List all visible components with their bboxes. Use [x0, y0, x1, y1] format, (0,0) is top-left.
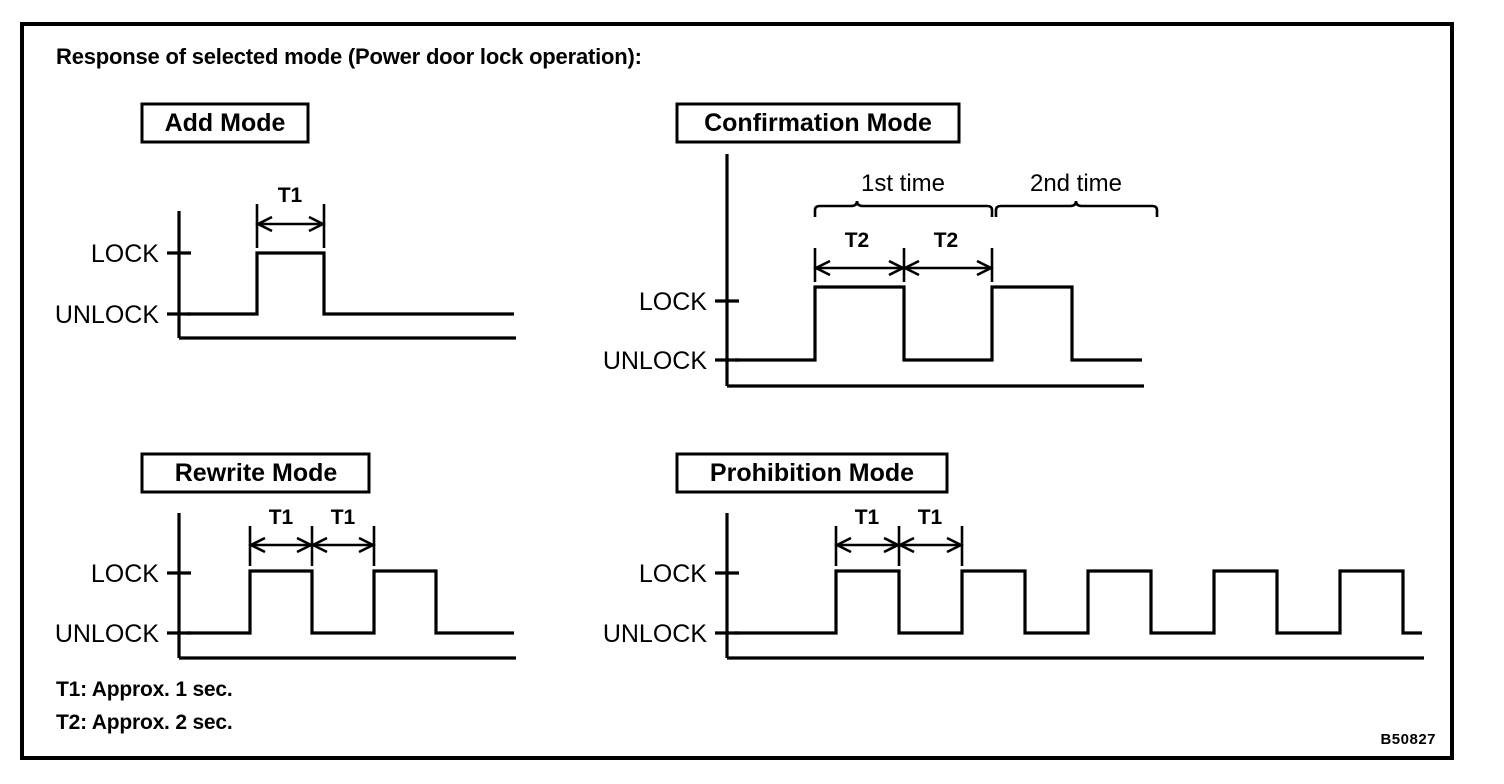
prohibition-mode-arrow-2l	[897, 536, 915, 554]
rewrite-mode-dim-t1-a: T1	[269, 506, 294, 529]
waveform-diagram: Add Mode LOCK UNLOCK T1	[55, 102, 1424, 660]
confirmation-mode-waveform	[735, 285, 1142, 362]
prohibition-mode-dim-t1-b: T1	[918, 506, 943, 529]
panel-confirmation-mode: Confirmation Mode LOCK UNLOCK	[603, 102, 1159, 388]
add-mode-arrow-right	[308, 215, 326, 233]
legend-t2: T2: Approx. 2 sec.	[56, 711, 233, 734]
rewrite-mode-arrow-1l	[248, 536, 266, 554]
confirmation-mode-title: Confirmation Mode	[704, 109, 932, 137]
rewrite-mode-arrow-2l	[310, 536, 328, 554]
add-mode-waveform	[187, 251, 514, 316]
add-mode-unlock-label: UNLOCK	[55, 301, 160, 329]
panel-rewrite-mode: Rewrite Mode LOCK UNLOCK T1 T1	[55, 452, 516, 660]
add-mode-dim-t1: T1	[278, 184, 303, 207]
confirmation-mode-brace-2nd	[994, 200, 1159, 217]
add-mode-title: Add Mode	[165, 109, 286, 137]
confirmation-mode-brace-label-2nd: 2nd time	[1030, 170, 1122, 197]
figure-frame: Response of selected mode (Power door lo…	[20, 22, 1454, 760]
confirmation-mode-arrow-2r	[976, 259, 994, 277]
rewrite-mode-dim-t1-b: T1	[331, 506, 356, 529]
confirmation-mode-brace-label-1st: 1st time	[861, 170, 945, 197]
confirmation-mode-arrow-2l	[902, 259, 920, 277]
confirmation-mode-dim-t2-b: T2	[934, 229, 959, 252]
confirmation-mode-unlock-label: UNLOCK	[603, 347, 708, 375]
add-mode-arrow-left	[255, 215, 273, 233]
prohibition-mode-unlock-label: UNLOCK	[603, 620, 708, 648]
panel-prohibition-mode: Prohibition Mode LOCK UNLOCK T1 T1	[603, 452, 1424, 660]
confirmation-mode-arrow-1l	[813, 259, 831, 277]
prohibition-mode-title-box	[675, 452, 949, 494]
prohibition-mode-arrow-2r	[946, 536, 964, 554]
rewrite-mode-unlock-label: UNLOCK	[55, 620, 160, 648]
prohibition-mode-arrow-1l	[834, 536, 852, 554]
figure-id: B50827	[1380, 731, 1436, 748]
prohibition-mode-lock-label: LOCK	[639, 560, 707, 588]
panel-add-mode: Add Mode LOCK UNLOCK T1	[55, 102, 516, 340]
prohibition-mode-waveform	[735, 569, 1422, 635]
figure-title: Response of selected mode (Power door lo…	[56, 44, 642, 69]
add-mode-lock-label: LOCK	[91, 240, 159, 268]
rewrite-mode-arrow-2r	[358, 536, 376, 554]
rewrite-mode-title: Rewrite Mode	[175, 459, 338, 487]
confirmation-mode-title-box	[675, 102, 961, 144]
prohibition-mode-dim-t1-a: T1	[855, 506, 880, 529]
confirmation-mode-lock-label: LOCK	[639, 288, 707, 316]
add-mode-title-box	[140, 102, 310, 144]
rewrite-mode-lock-label: LOCK	[91, 560, 159, 588]
rewrite-mode-waveform	[187, 569, 514, 635]
prohibition-mode-title: Prohibition Mode	[710, 459, 914, 487]
confirmation-mode-dim-t2-a: T2	[845, 229, 870, 252]
rewrite-mode-title-box	[140, 452, 371, 494]
confirmation-mode-brace-1st	[813, 200, 994, 217]
legend-t1: T1: Approx. 1 sec.	[56, 678, 233, 701]
